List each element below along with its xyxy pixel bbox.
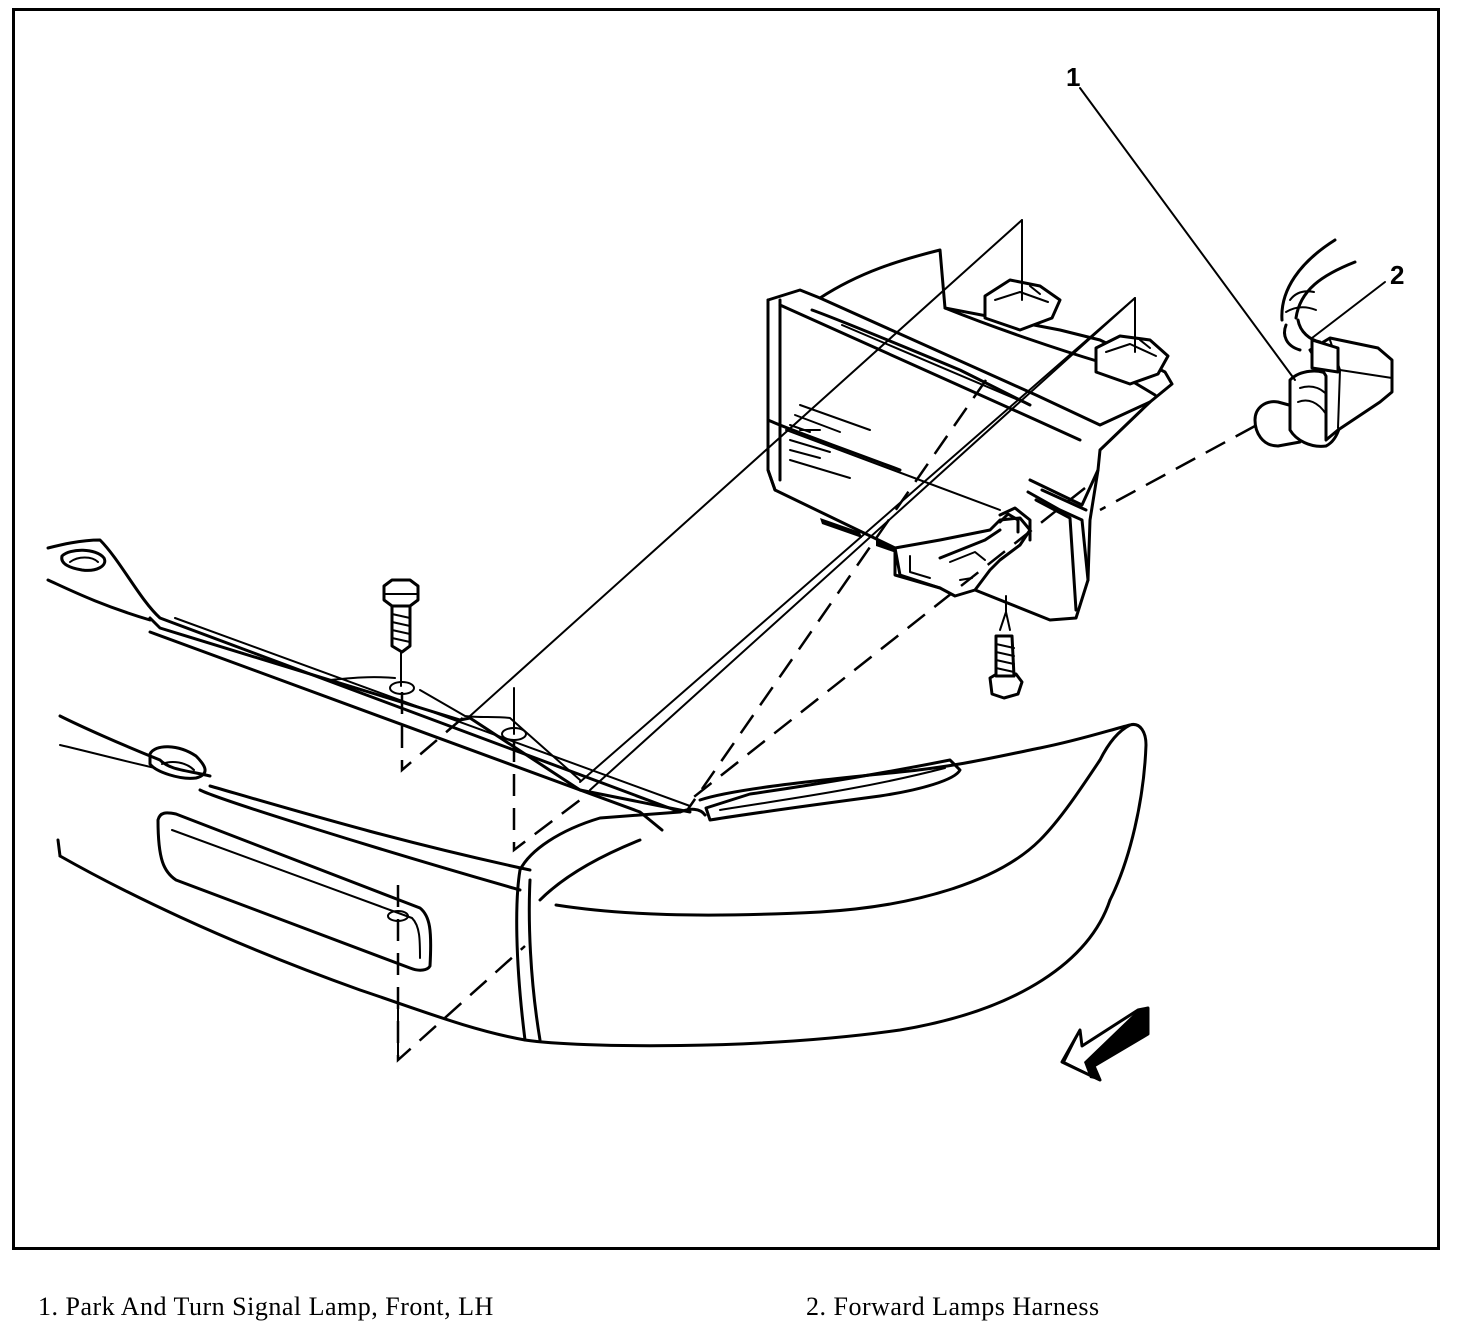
legend-item-park-turn-lamp: 1. Park And Turn Signal Lamp, Front, LH (38, 1292, 494, 1321)
alignment-lines (396, 87, 1386, 1063)
park-turn-signal-lamp (766, 248, 1174, 622)
front-direction-arrow (1060, 1006, 1150, 1082)
bumper-bolt-left (382, 578, 420, 687)
front-bumper (46, 538, 1148, 1048)
legend-item-forward-lamps-harness: 2. Forward Lamps Harness (806, 1292, 1100, 1321)
forward-lamps-harness (1280, 238, 1394, 442)
callout-1-label: 1 (1066, 62, 1080, 92)
lamp-screw (988, 595, 1024, 700)
callout-2-label: 2 (1390, 260, 1404, 290)
